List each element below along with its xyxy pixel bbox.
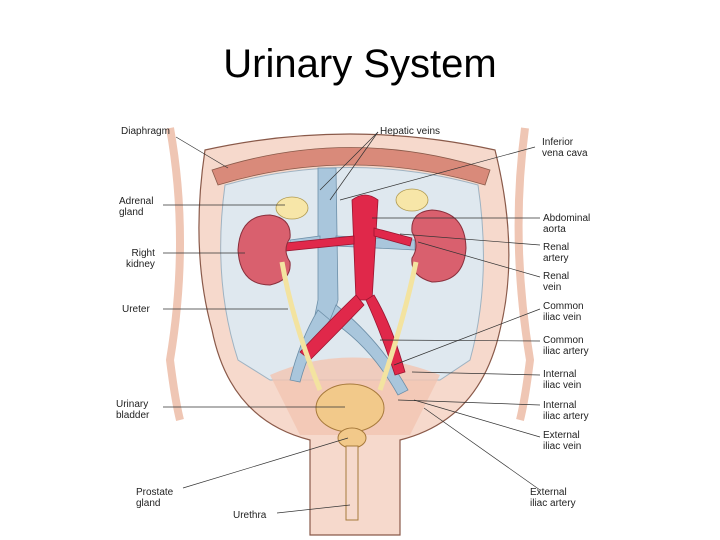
right-ureter <box>279 261 323 391</box>
urethra-shape <box>345 445 359 521</box>
diaphragm <box>211 147 491 186</box>
label-abdominal-aorta: Abdominal aorta <box>543 213 591 235</box>
left-ureter <box>377 261 419 391</box>
common-iliac-artery-right <box>365 294 406 376</box>
renal-artery-right <box>373 227 413 247</box>
label-hepatic-veins: Hepatic veins <box>380 126 441 137</box>
label-right-kidney: Right kidney <box>126 248 155 270</box>
slide-title: Urinary System <box>223 42 497 86</box>
label-adrenal-gland: Adrenal gland <box>119 196 154 218</box>
label-diaphragm: Diaphragm <box>121 126 170 137</box>
left-adrenal-shape <box>395 188 429 212</box>
pointer-urethra <box>276 504 351 514</box>
label-prostate-gland: Prostate gland <box>136 487 174 509</box>
pointer-hepatic-2 <box>329 131 379 201</box>
pointer-renal-vein <box>417 241 541 278</box>
right-adrenal-shape <box>275 196 309 220</box>
pointer-external-iliac-artery <box>423 407 541 491</box>
label-renal-vein: Renal vein <box>543 271 570 293</box>
label-urinary-bladder: Urinary bladder <box>116 399 150 421</box>
label-ureter: Ureter <box>122 304 150 315</box>
pointer-internal-iliac-vein <box>411 371 541 376</box>
label-internal-iliac-vein: Internal iliac vein <box>543 369 582 391</box>
prostate-shape <box>337 427 367 449</box>
left-arm-contour <box>165 127 184 421</box>
pointer-prostate <box>182 437 349 489</box>
pointer-internal-iliac-artery <box>397 399 541 406</box>
label-renal-artery: Renal artery <box>543 242 570 264</box>
pointer-ivc <box>339 146 536 201</box>
label-inferior-vena-cava: Inferior vena cava <box>542 137 588 159</box>
label-common-iliac-vein: Common iliac vein <box>543 301 584 323</box>
pointer-renal-artery <box>399 233 541 246</box>
label-external-iliac-vein: External iliac vein <box>543 430 582 452</box>
left-kidney-shape <box>411 209 467 283</box>
pointer-diaphragm <box>175 136 229 169</box>
label-common-iliac-artery: Common iliac artery <box>543 335 589 357</box>
abdominal-aorta <box>351 194 379 301</box>
pointer-common-iliac-vein <box>393 308 541 366</box>
label-internal-iliac-artery: Internal iliac artery <box>543 400 589 422</box>
label-external-iliac-artery: External iliac artery <box>530 487 576 509</box>
pointer-external-iliac-vein <box>413 399 541 438</box>
label-urethra: Urethra <box>233 510 267 521</box>
pointer-hepatic-1 <box>319 131 379 191</box>
bladder-shape <box>315 383 385 433</box>
pointer-common-iliac-artery <box>379 339 541 342</box>
